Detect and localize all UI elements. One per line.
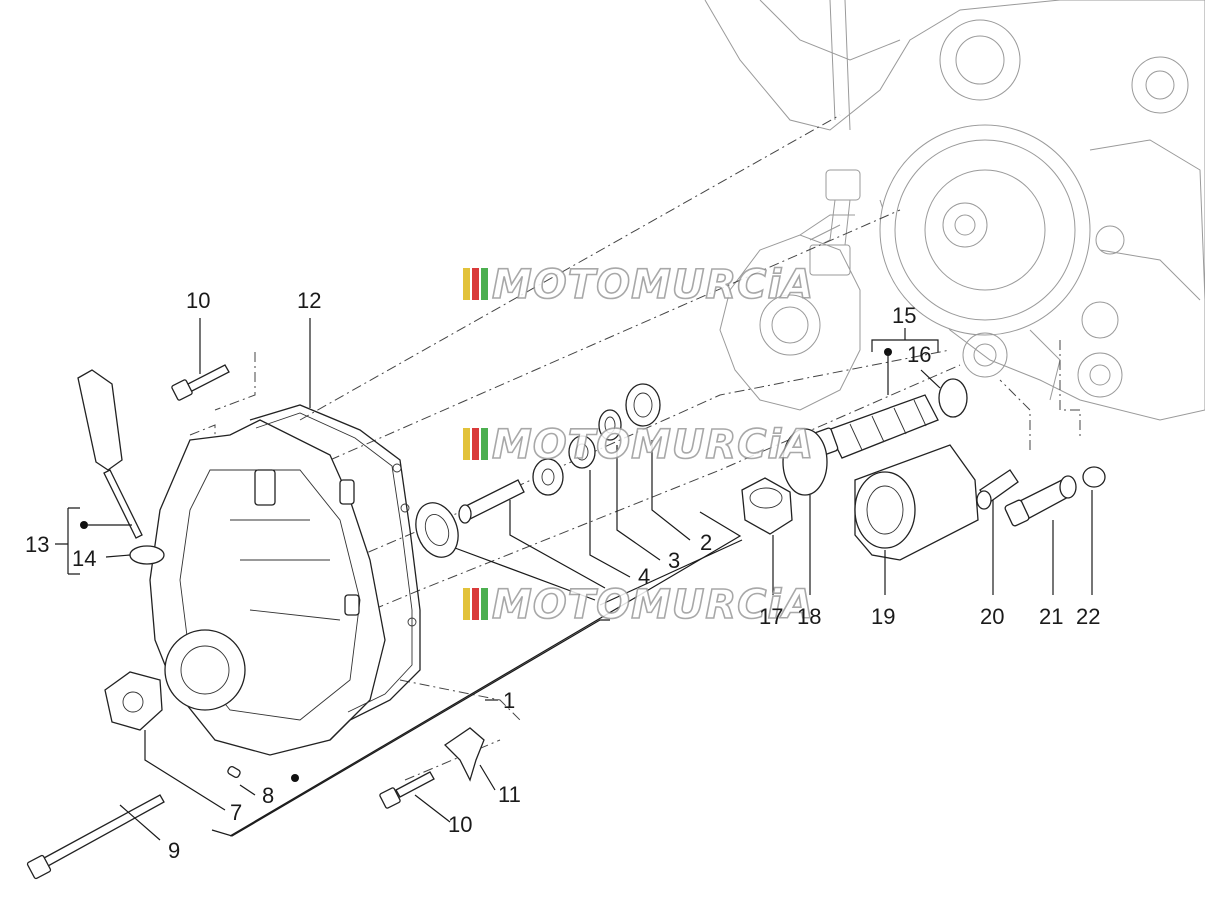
label-20: 20 xyxy=(980,604,1004,629)
bullet-dot xyxy=(291,774,299,782)
oil-filter-19 xyxy=(854,444,979,561)
part-labels: 1 2 3 4 7 8 9 10 10 11 12 13 14 15 16 17… xyxy=(25,288,1100,863)
label-15: 15 xyxy=(892,303,916,328)
svg-text:MOTOMURCiA: MOTOMURCiA xyxy=(492,422,814,468)
impeller xyxy=(104,671,163,731)
leader-lines xyxy=(55,318,1093,841)
pump-shaft xyxy=(458,479,525,524)
long-bolt-9 xyxy=(26,794,165,880)
label-1: 1 xyxy=(503,688,515,713)
label-13: 13 xyxy=(25,532,49,557)
svg-text:MOTOMURCiA: MOTOMURCiA xyxy=(492,582,814,628)
nipple-20 xyxy=(976,469,1019,510)
label-17: 17 xyxy=(759,604,783,629)
engine-block-outline xyxy=(704,0,1205,421)
label-10-top: 10 xyxy=(186,288,210,313)
oil-seal-left xyxy=(415,502,459,558)
label-11: 11 xyxy=(498,782,521,807)
gasket xyxy=(249,404,421,741)
watermark-middle: MOTOMURCiA xyxy=(463,421,814,469)
bearing-4 xyxy=(532,458,564,496)
dipstick xyxy=(77,369,143,539)
bolt-10-top xyxy=(171,364,230,401)
label-22: 22 xyxy=(1076,604,1100,629)
o-ring-16 xyxy=(938,378,968,418)
label-8: 8 xyxy=(262,783,274,808)
watermark-bottom: MOTOMURCiA xyxy=(463,581,814,629)
stator-outline xyxy=(719,214,861,411)
label-12: 12 xyxy=(297,288,321,313)
svg-text:MOTOMURCiA: MOTOMURCiA xyxy=(492,262,814,308)
label-16: 16 xyxy=(907,342,931,367)
label-19: 19 xyxy=(871,604,895,629)
bearing-3 xyxy=(568,435,596,469)
label-10-bottom: 10 xyxy=(448,812,472,837)
label-21: 21 xyxy=(1039,604,1063,629)
label-4: 4 xyxy=(638,564,650,589)
label-18: 18 xyxy=(797,604,821,629)
filter-screen-15 xyxy=(811,394,939,459)
label-9: 9 xyxy=(168,838,180,863)
o-ring-14 xyxy=(129,545,165,565)
crankcase-cover xyxy=(149,419,386,756)
seal-1 xyxy=(625,383,661,427)
drain-plug-17 xyxy=(741,477,793,535)
oil-pressure-sensor-21 xyxy=(1004,475,1077,527)
label-14: 14 xyxy=(72,546,96,571)
ring-2 xyxy=(598,409,622,441)
bolt-10-bottom xyxy=(379,771,435,809)
label-2: 2 xyxy=(700,530,712,555)
watermark-top: MOTOMURCiA xyxy=(463,261,814,309)
washer-22 xyxy=(1082,466,1106,488)
o-ring-18 xyxy=(782,428,828,496)
label-7: 7 xyxy=(230,800,242,825)
pin-8 xyxy=(227,765,241,779)
label-3: 3 xyxy=(668,548,680,573)
clip-11 xyxy=(443,727,485,782)
